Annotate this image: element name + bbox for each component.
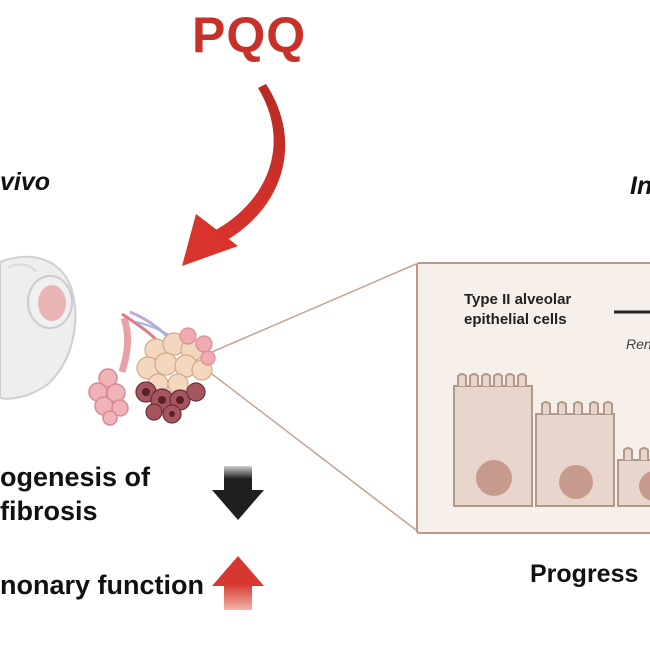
zoom-line-bottom [211, 373, 417, 531]
pathogenesis-label-line1: ogenesis of [0, 462, 151, 492]
pqq-title: PQQ [192, 7, 307, 63]
in-vitro-label: In [630, 172, 650, 200]
zoom-line-top [211, 263, 417, 353]
cell-type-line2: epithelial cells [464, 311, 567, 328]
progress-label: Progress [530, 560, 639, 588]
down-arrow-icon [212, 466, 264, 520]
pathogenesis-label-line2: fibrosis [0, 496, 98, 526]
pulmonary-function-label: nonary function [0, 570, 204, 600]
mouse-illustration [0, 255, 77, 400]
lung-alveoli-illustration [88, 310, 216, 426]
epithelial-cell [453, 373, 533, 507]
up-arrow-icon [212, 556, 264, 610]
in-vivo-label: vivo [0, 168, 51, 196]
epithelial-cell [535, 401, 615, 507]
pqq-curved-arrow [182, 84, 286, 266]
ren-label: Ren [626, 336, 650, 352]
cell-type-line1: Type II alveolar [464, 291, 572, 308]
in-vitro-panel: Type II alveolar epithelial cells Ren [416, 262, 650, 534]
cell-type-label: Type II alveolar epithelial cells [464, 290, 571, 330]
epithelial-cells-illustration [453, 310, 650, 507]
